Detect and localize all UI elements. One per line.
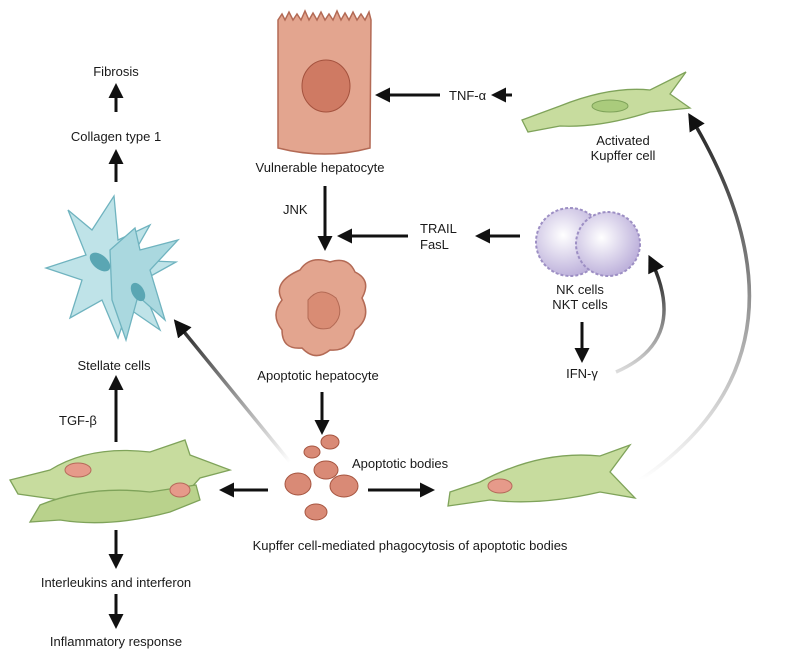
trail-label: TRAIL	[420, 221, 457, 236]
kupffer-activation-arrow	[639, 112, 752, 482]
activated-kupffer-cell	[521, 71, 692, 133]
ifn-gamma-label: IFN-γ	[566, 366, 598, 381]
fasl-label: FasL	[420, 237, 449, 252]
pathway-arrows	[108, 83, 590, 629]
vulnerable-hepatocyte-cell	[277, 9, 372, 155]
activated-kupffer-label-line1: Activated	[596, 133, 650, 148]
apoptotic-hepatocyte-label: Apoptotic hepatocyte	[257, 368, 379, 383]
kupffer-cell-phagocytic	[447, 443, 637, 507]
tnf-alpha-label: TNF-α	[449, 88, 487, 103]
nkt-cells-label: NKT cells	[552, 297, 608, 312]
stellate-cells-label: Stellate cells	[77, 358, 151, 373]
nk-cells-label: NK cells	[556, 282, 604, 297]
stellate-activation-arrow	[173, 319, 292, 464]
vulnerable-hepatocyte-label: Vulnerable hepatocyte	[255, 160, 385, 175]
stellate-cells	[43, 194, 181, 343]
kupffer-cells-cluster	[9, 439, 233, 524]
activated-kupffer-label-line2: Kupffer cell	[590, 148, 656, 163]
collagen-type-1-label: Collagen type 1	[70, 129, 162, 144]
jnk-label: JNK	[283, 202, 308, 217]
interleukins-interferon-label: Interleukins and interferon	[40, 575, 192, 590]
apoptotic-hepatocyte-cell	[275, 259, 367, 357]
fibrosis-label: Fibrosis	[93, 64, 139, 79]
apoptotic-bodies-label: Apoptotic bodies	[352, 456, 449, 471]
inflammatory-response-label: Inflammatory response	[49, 634, 183, 649]
ifn-feedback-arrow	[615, 254, 666, 374]
nk-cells	[535, 207, 641, 277]
apoptotic-bodies-cluster	[284, 434, 359, 521]
phagocytosis-caption: Kupffer cell-mediated phagocytosis of ap…	[252, 538, 568, 553]
tgf-beta-label: TGF-β	[59, 413, 97, 428]
